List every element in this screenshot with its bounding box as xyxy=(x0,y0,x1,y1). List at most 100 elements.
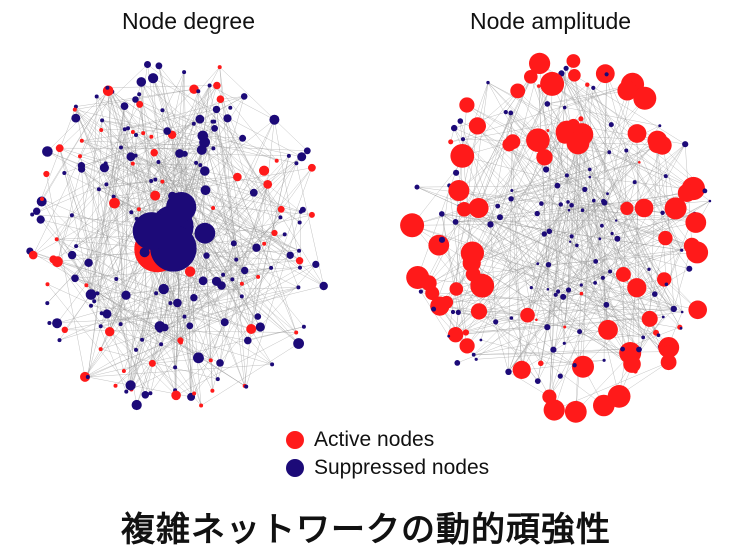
active-node xyxy=(256,274,261,279)
active-node xyxy=(28,250,38,260)
suppressed-node xyxy=(414,184,420,190)
suppressed-node xyxy=(111,194,116,199)
suppressed-node xyxy=(298,265,302,270)
suppressed-node xyxy=(565,287,572,293)
suppressed-node xyxy=(534,210,540,217)
active-node xyxy=(536,149,553,166)
suppressed-node xyxy=(207,83,212,88)
active-node xyxy=(121,369,126,373)
suppressed-node xyxy=(607,150,612,155)
suppressed-node xyxy=(680,310,684,314)
suppressed-node xyxy=(92,299,97,304)
suppressed-node xyxy=(508,110,514,116)
suppressed-node xyxy=(126,152,136,162)
suppressed-node xyxy=(453,169,460,176)
suppressed-node xyxy=(682,141,689,148)
suppressed-node xyxy=(230,240,237,247)
active-node xyxy=(633,86,657,110)
active-node xyxy=(658,230,673,246)
suppressed-node xyxy=(173,298,182,308)
suppressed-node xyxy=(73,104,78,109)
suppressed-node xyxy=(297,152,307,162)
active-node xyxy=(233,172,242,182)
active-node xyxy=(262,241,267,246)
suppressed-node xyxy=(460,137,466,142)
active-node xyxy=(462,253,481,273)
suppressed-node xyxy=(148,73,159,84)
active-node xyxy=(208,358,213,363)
suppressed-node xyxy=(493,319,499,325)
active-node xyxy=(160,179,165,184)
suppressed-node xyxy=(134,347,138,352)
active-node xyxy=(598,319,618,340)
suppressed-node xyxy=(239,294,244,299)
active-node xyxy=(184,266,196,277)
suppressed-node xyxy=(155,62,163,70)
suppressed-node xyxy=(228,105,233,110)
active-node xyxy=(623,355,641,373)
suppressed-node xyxy=(541,231,547,237)
suppressed-node xyxy=(451,124,458,132)
active-node xyxy=(462,329,469,336)
suppressed-node xyxy=(255,322,265,332)
active-node xyxy=(470,303,488,320)
suppressed-node xyxy=(198,163,203,168)
active-node xyxy=(683,237,701,254)
suppressed-node xyxy=(241,266,249,275)
suppressed-node xyxy=(269,114,280,125)
suppressed-node xyxy=(550,346,557,353)
suppressed-node xyxy=(474,357,478,361)
active-node xyxy=(271,229,278,237)
right-network-nodes xyxy=(400,52,712,423)
suppressed-node xyxy=(191,121,196,126)
suppressed-node xyxy=(319,281,328,291)
active-node xyxy=(295,257,304,265)
suppressed-node xyxy=(418,289,423,294)
active-node xyxy=(566,131,590,155)
suppressed-node xyxy=(510,189,514,192)
suppressed-node xyxy=(153,177,158,182)
suppressed-node xyxy=(234,257,239,262)
legend-suppressed-label: Suppressed nodes xyxy=(314,456,490,479)
suppressed-node xyxy=(131,399,142,411)
suppressed-node xyxy=(196,144,207,155)
suppressed-node xyxy=(42,146,53,157)
suppressed-node xyxy=(656,333,661,338)
suppressed-node xyxy=(96,187,101,192)
suppressed-node xyxy=(118,322,123,327)
suppressed-node xyxy=(564,173,569,178)
suppressed-node xyxy=(270,362,275,367)
suppressed-node xyxy=(670,305,677,313)
suppressed-node xyxy=(569,240,572,243)
suppressed-node xyxy=(545,262,552,268)
active-node xyxy=(199,403,204,408)
legend-active-label: Active nodes xyxy=(314,428,435,451)
suppressed-node xyxy=(217,281,226,290)
active-node xyxy=(563,325,567,329)
active-node xyxy=(263,180,273,189)
suppressed-node xyxy=(249,188,258,197)
suppressed-node xyxy=(159,342,164,347)
suppressed-node xyxy=(102,309,112,319)
suppressed-node xyxy=(139,78,146,85)
active-node xyxy=(572,355,594,378)
suppressed-node xyxy=(598,237,602,241)
suppressed-node xyxy=(197,130,209,142)
active-node xyxy=(627,124,647,143)
suppressed-node xyxy=(77,162,86,170)
suppressed-node xyxy=(126,126,130,131)
suppressed-node xyxy=(168,191,177,201)
active-node-swatch xyxy=(286,431,304,449)
active-node xyxy=(566,54,581,68)
active-node xyxy=(40,197,44,201)
active-node xyxy=(150,190,161,201)
suppressed-node xyxy=(454,360,461,366)
suppressed-node xyxy=(569,203,574,208)
suppressed-node xyxy=(593,281,597,285)
suppressed-node xyxy=(660,210,665,215)
suppressed-node xyxy=(141,391,150,399)
active-node xyxy=(638,161,641,164)
suppressed-node xyxy=(282,232,287,237)
active-node xyxy=(661,345,675,358)
suppressed-node xyxy=(95,291,100,296)
